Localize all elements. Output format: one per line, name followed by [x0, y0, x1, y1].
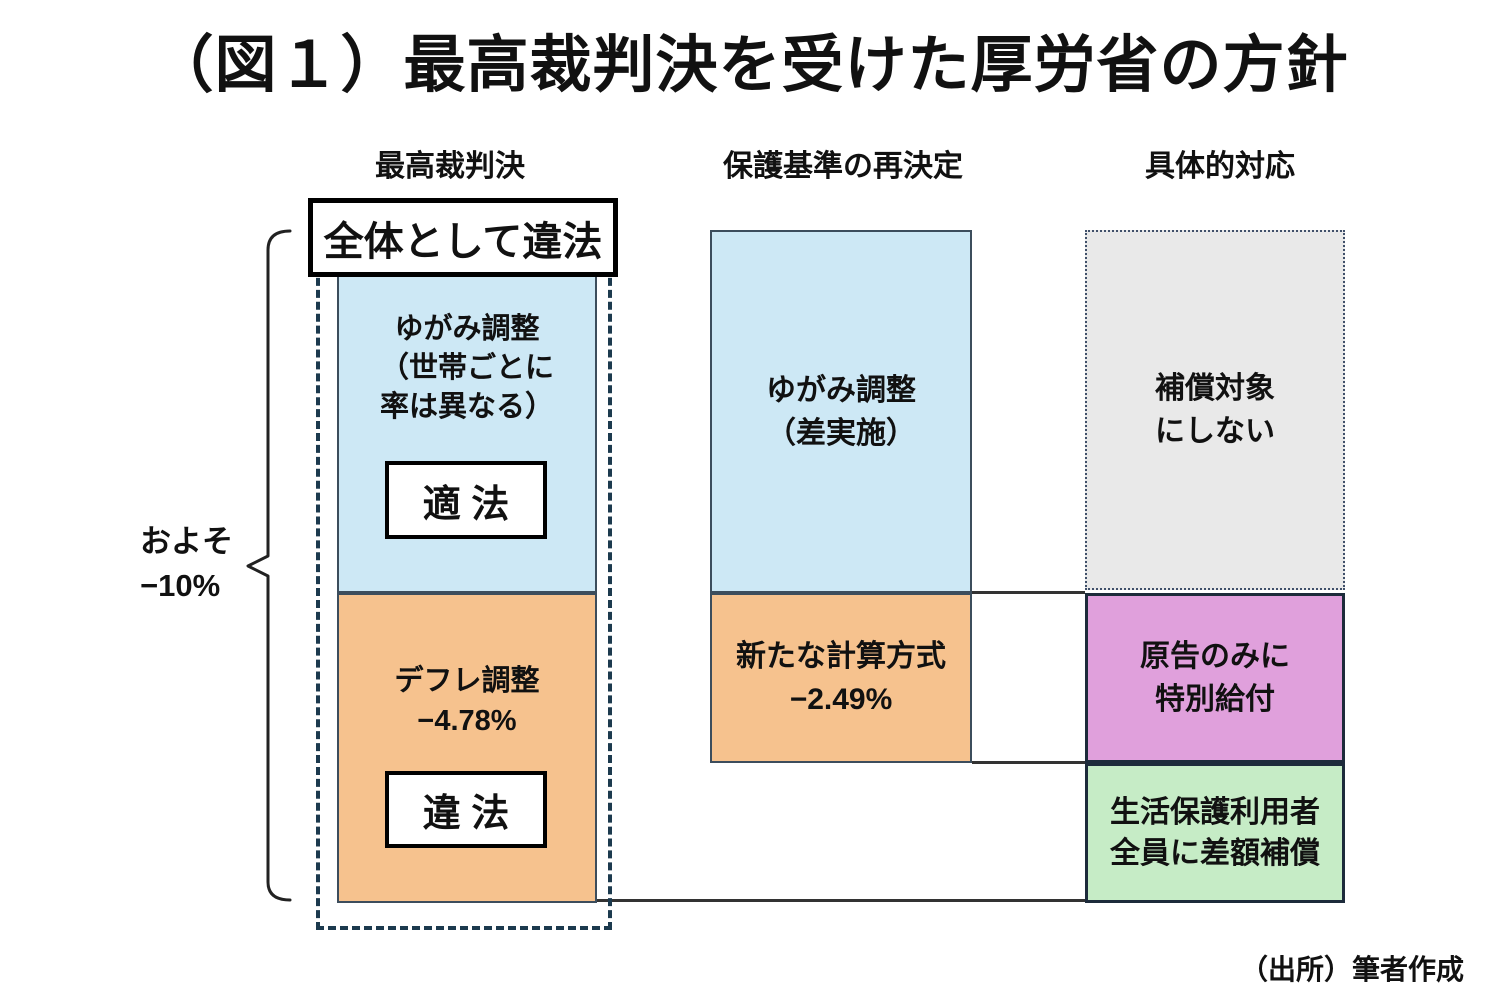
- redecision-distortion-line2: （差実施）: [766, 416, 916, 450]
- deflation-line2: −4.78%: [417, 705, 517, 737]
- overall-verdict-box: 全体として違法: [308, 198, 618, 277]
- plaintiffs-only-line1: 原告のみに: [1140, 640, 1290, 673]
- plaintiffs-only-box-col3: 原告のみに 特別給付: [1085, 593, 1345, 763]
- new-calculation-line1: 新たな計算方式: [736, 640, 946, 673]
- plaintiffs-only-line2: 特別給付: [1155, 683, 1275, 716]
- no-compensation-line2: にしない: [1155, 415, 1275, 448]
- approx-minus10-label: およそ −10%: [140, 520, 233, 608]
- figure-title: （図１）最高裁判決を受けた厚労省の方針: [151, 31, 1349, 100]
- connector-line-long: [597, 899, 1085, 902]
- distortion-line2: （世帯ごとに: [379, 352, 554, 384]
- new-calculation-line2: −2.49%: [789, 683, 893, 716]
- redecision-distortion-line1: ゆがみ調整: [766, 373, 916, 407]
- new-calculation-box-col2: 新たな計算方式 −2.49%: [710, 593, 972, 763]
- deflation-adjustment-box-col1: デフレ調整 −4.78%: [337, 593, 597, 903]
- all-recipients-line1: 生活保護利用者: [1110, 796, 1320, 829]
- distortion-line1: ゆがみ調整: [394, 313, 540, 345]
- illegal-verdict-badge: 違 法: [385, 771, 547, 848]
- connector-line-bottom: [972, 761, 1085, 764]
- distortion-line3: 率は異なる）: [379, 391, 554, 423]
- no-compensation-box-col3: 補償対象 にしない: [1085, 230, 1345, 590]
- column-header-standard-redecision: 保護基準の再決定: [723, 150, 963, 183]
- approx-label-line1: およそ: [140, 524, 233, 559]
- deflation-line1: デフレ調整: [394, 665, 540, 697]
- legal-verdict-badge: 適 法: [385, 461, 547, 539]
- column-header-supreme-court-ruling: 最高裁判決: [375, 150, 525, 183]
- column-header-specific-response: 具体的対応: [1145, 150, 1295, 183]
- distortion-adjustment-box-col2: ゆがみ調整 （差実施）: [710, 230, 972, 593]
- connector-line-top: [972, 591, 1085, 594]
- all-recipients-box-col3: 生活保護利用者 全員に差額補償: [1085, 763, 1345, 903]
- source-note: （出所）筆者作成: [1239, 954, 1464, 985]
- distortion-adjustment-box-col1: ゆがみ調整 （世帯ごとに 率は異なる）: [337, 277, 597, 593]
- left-curly-brace: [246, 229, 292, 902]
- approx-label-line2: −10%: [140, 568, 221, 603]
- no-compensation-line1: 補償対象: [1155, 372, 1275, 405]
- all-recipients-line2: 全員に差額補償: [1110, 837, 1320, 870]
